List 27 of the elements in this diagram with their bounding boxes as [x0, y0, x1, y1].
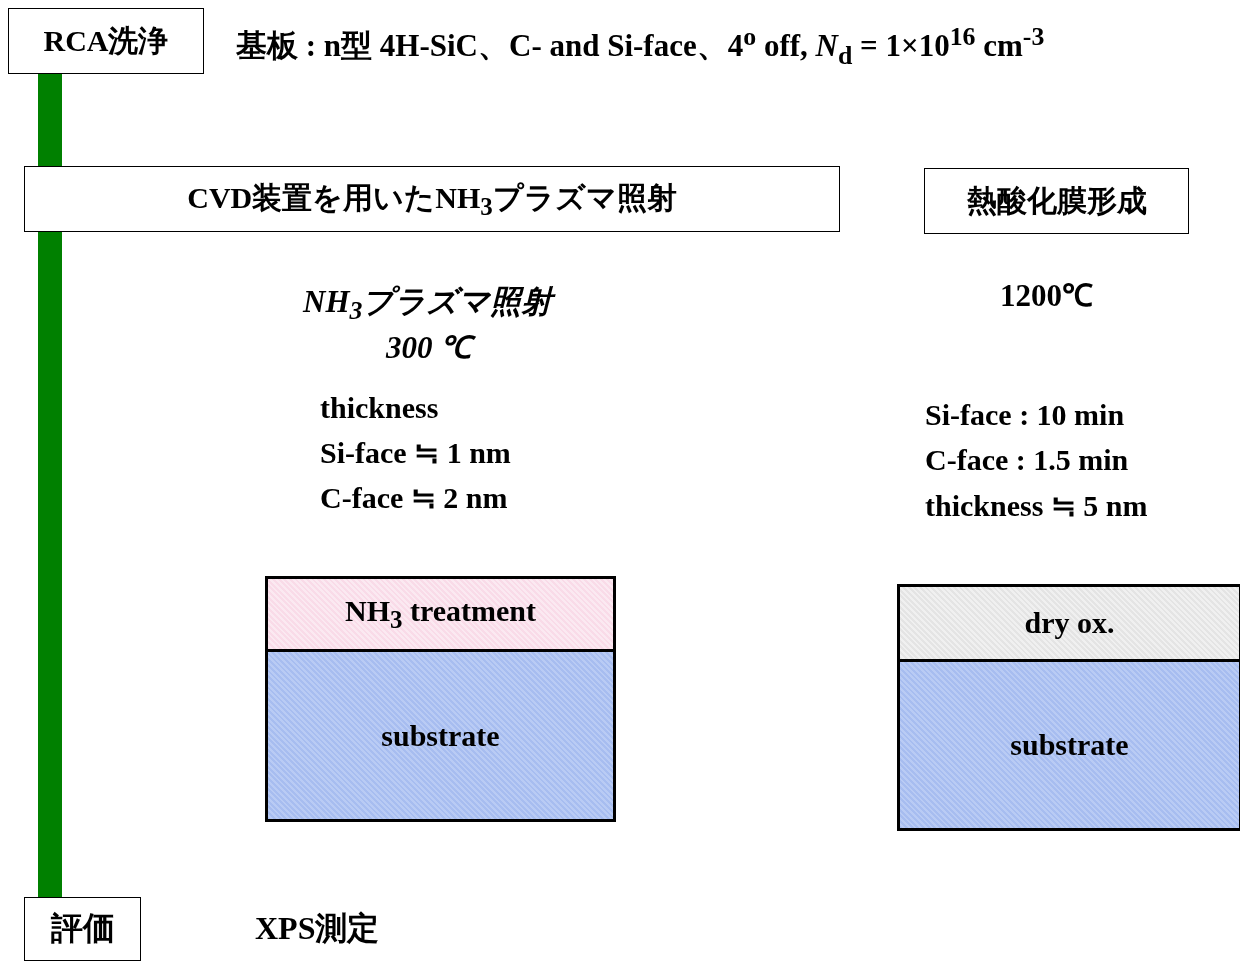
connector-bar — [38, 74, 62, 166]
time-value: Si-face : 10 min — [925, 398, 1125, 433]
method-text: XPS測定 — [255, 910, 380, 947]
substrate-block — [897, 659, 1240, 831]
node-label: NH$_{3}$ treatment — [344, 594, 537, 634]
thickness-value: C-face ≒ 2 nm — [320, 481, 508, 516]
node-label: RCA洗浄 — [43, 22, 169, 59]
thickness-value: Si-face ≒ 1 nm — [320, 436, 511, 471]
process-box — [924, 168, 1189, 234]
thickness-value: thickness ≒ 5 nm — [925, 489, 1148, 524]
substrate-block — [265, 649, 616, 822]
thickness-heading: thickness — [320, 391, 439, 426]
node-label: 評価 — [50, 909, 115, 948]
layer-block — [265, 576, 616, 652]
process-box — [24, 897, 141, 961]
node-label: substrate — [1010, 728, 1129, 762]
node-label: CVD装置を用いたNH$_{3}$プラズマ照射 — [187, 179, 677, 221]
node-label: substrate — [381, 718, 500, 753]
process-box — [24, 166, 840, 232]
layer-block — [897, 584, 1240, 662]
temperature-text: 1200℃ — [1000, 278, 1093, 314]
substrate-spec-text: 基板 : n型 4H-SiC、C- and Si-face、4$^{o}$ off, N$_{d}$ = 1×10$^{16}$ cm$^{-3}$ — [236, 22, 1045, 71]
node-label: 熱酸化膜形成 — [966, 182, 1147, 219]
process-box — [8, 8, 204, 74]
connector-bar — [38, 232, 62, 897]
node-label: dry ox. — [1024, 606, 1115, 640]
time-value: C-face : 1.5 min — [925, 443, 1129, 478]
